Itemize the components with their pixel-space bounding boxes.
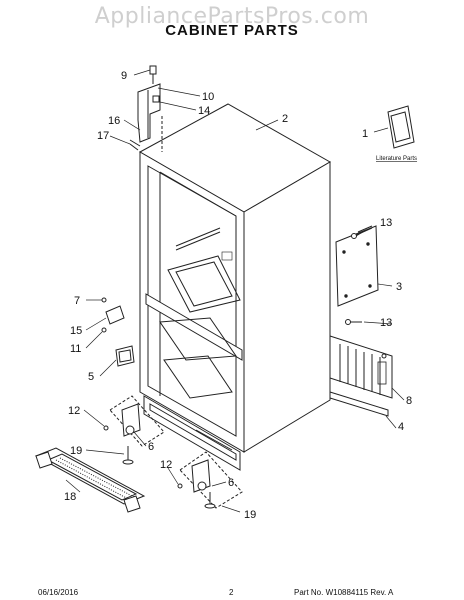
footer-date: 06/16/2016 — [38, 588, 79, 597]
callout-6-right: 6 — [228, 477, 234, 489]
bracket-15 — [105, 305, 125, 325]
leveler-right-parts — [191, 459, 216, 509]
callout-16: 16 — [108, 115, 120, 127]
rear-trim-strip — [329, 391, 389, 417]
callout-4: 4 — [398, 421, 404, 433]
cabinet-body — [138, 103, 332, 471]
callout-15: 15 — [70, 325, 82, 337]
literature-parts-label: Literature Parts — [376, 156, 417, 162]
callout-12-left: 12 — [68, 405, 80, 417]
literature-booklet — [387, 105, 415, 149]
callout-3: 3 — [396, 281, 402, 293]
callout-13-bottom: 13 — [380, 317, 392, 329]
leveler-assembly-right — [179, 451, 243, 509]
callout-1: 1 — [362, 128, 368, 140]
page-title: CABINET PARTS — [165, 22, 299, 39]
callout-13-top: 13 — [380, 217, 392, 229]
footer-page-number: 2 — [229, 588, 234, 597]
watermark: AppliancePartsPros.com — [94, 4, 370, 29]
callout-19-right: 19 — [244, 509, 256, 521]
top-hinge — [129, 65, 163, 152]
callout-9: 9 — [121, 70, 127, 82]
callout-17: 17 — [97, 130, 109, 142]
callout-5: 5 — [88, 371, 94, 383]
callout-19-left: 19 — [70, 445, 82, 457]
callout-2: 2 — [282, 113, 288, 125]
callout-6-left: 6 — [148, 441, 154, 453]
cover-5 — [115, 345, 135, 367]
rear-grille — [329, 335, 393, 399]
callout-14: 14 — [198, 105, 210, 117]
callout-10: 10 — [202, 91, 214, 103]
callout-12-right: 12 — [160, 459, 172, 471]
leveler-left-parts — [121, 403, 141, 465]
leader-lines — [65, 69, 405, 513]
footer-part-number: Part No. W10884115 Rev. A — [294, 588, 394, 597]
toe-grille — [34, 447, 146, 513]
callout-18: 18 — [64, 491, 76, 503]
callout-8: 8 — [406, 395, 412, 407]
callout-7: 7 — [74, 295, 80, 307]
callout-11: 11 — [70, 343, 81, 355]
rear-access-cover — [335, 225, 379, 307]
